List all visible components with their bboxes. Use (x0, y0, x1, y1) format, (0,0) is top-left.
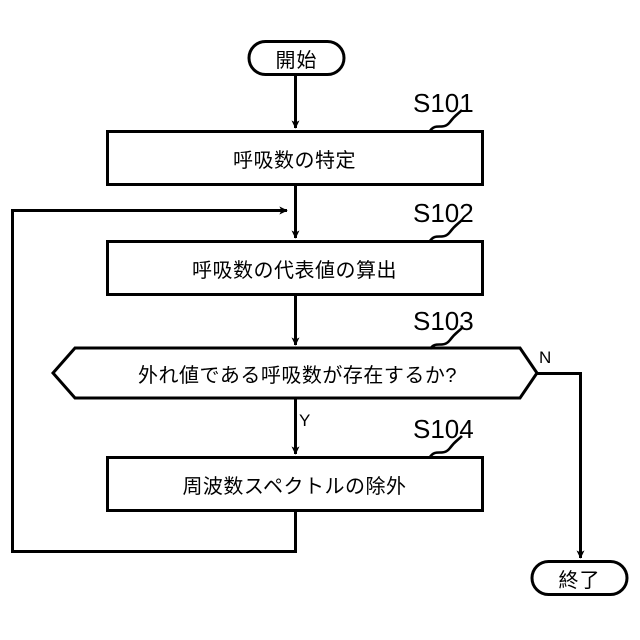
s101-node-shape (106, 130, 484, 186)
edge-s103-to-end-no (537, 372, 585, 559)
s103-leader-line (428, 327, 463, 350)
s104-node-shape (106, 456, 484, 512)
s103-node-shape (51, 346, 539, 400)
s101-step-tag: S101 (413, 88, 474, 118)
edge-s104-to-s102-feedback (11, 206, 297, 553)
branch-label-no: N (539, 348, 552, 367)
s102-step-tag: S102 (413, 198, 474, 228)
start-node-shape (247, 40, 346, 76)
s101-leader-line (428, 109, 463, 132)
s103-step-tag: S103 (413, 306, 474, 336)
s102-leader-line (428, 219, 463, 242)
s104-leader-line (428, 435, 463, 458)
end-node-shape (530, 560, 629, 596)
s102-node-shape (106, 240, 484, 296)
branch-label-yes: Y (299, 411, 311, 430)
s104-step-tag: S104 (413, 414, 474, 444)
